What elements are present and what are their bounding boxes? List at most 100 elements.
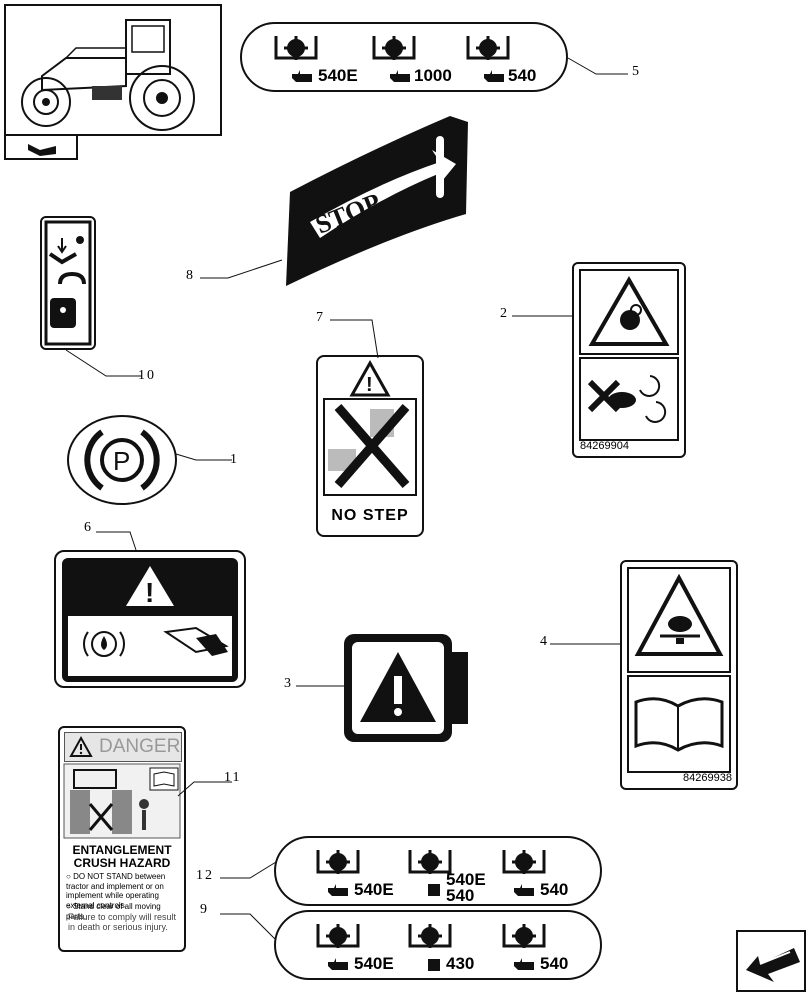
callout-12: 12 xyxy=(196,868,214,883)
pto-label: 540E xyxy=(446,870,486,889)
pto-group-540e: 540E xyxy=(314,844,404,904)
leader-line-5 xyxy=(567,57,628,75)
pto-shaft-icon xyxy=(408,924,452,948)
pto-label: 540 xyxy=(540,954,569,973)
callout-6: 6 xyxy=(84,520,93,535)
callout-3: 3 xyxy=(284,676,293,691)
tractor-thumbnail xyxy=(4,4,222,136)
square-icon xyxy=(428,959,440,971)
decal-11-danger: DANGER ENTANGLEMENT CRUSH HAZARD ○ DO NO… xyxy=(58,726,186,952)
bullet-text: DO NOT STAND between tractor and impleme… xyxy=(66,872,166,910)
decal-5-pto-speeds: 540E 1000 540 xyxy=(240,22,568,92)
decal-9-pto-speeds: 540E 430 540 xyxy=(274,910,602,980)
decal-12-pto-speeds: 540E 540E 540 540 xyxy=(274,836,602,906)
pto-label: 430 xyxy=(446,954,475,973)
callout-4: 4 xyxy=(540,634,549,649)
hazard-title-line-2: CRUSH HAZARD xyxy=(73,856,171,870)
callout-9: 9 xyxy=(200,902,209,917)
callout-7: 7 xyxy=(316,310,325,325)
leader-line-9 xyxy=(220,913,277,941)
callout-10: 10 xyxy=(138,368,156,383)
hazard-title: ENTANGLEMENT CRUSH HAZARD xyxy=(64,844,180,870)
decal-2-entanglement: 84269904 xyxy=(572,262,686,458)
crush-hazard-illustration xyxy=(63,763,181,839)
callout-5: 5 xyxy=(632,64,641,79)
decal-1-parking-brake: P xyxy=(67,415,177,505)
callout-2: 2 xyxy=(500,306,509,321)
pto-label: 1000 xyxy=(414,66,452,85)
bullet-icon: ○ xyxy=(66,872,71,881)
leader-line-10 xyxy=(65,349,142,377)
pto-group-430: 430 xyxy=(406,918,496,978)
pto-label: 540 xyxy=(540,880,569,899)
leader-line-7 xyxy=(330,319,379,359)
leader-line-3 xyxy=(296,685,346,687)
view-arrow-icon xyxy=(28,144,56,156)
pto-group-540e: 540E xyxy=(272,30,362,90)
hand-icon xyxy=(514,884,534,896)
hazard-footer: Failure to comply will result in death o… xyxy=(68,912,177,932)
decal-7-no-step: ! NO STEP xyxy=(316,355,424,537)
warning-manual-icon: ! xyxy=(62,558,238,682)
svg-text:!: ! xyxy=(366,374,373,396)
square-icon xyxy=(428,884,440,896)
tractor-view-tab xyxy=(4,136,78,160)
no-step-text: NO STEP xyxy=(331,507,409,524)
pto-group-540e-540: 540E 540 xyxy=(406,844,496,905)
hazard-book-icon xyxy=(627,567,731,773)
hand-icon xyxy=(390,70,410,82)
seat-lock-icon xyxy=(44,220,92,346)
decal-8-stop: STOP xyxy=(286,116,468,286)
pto-shaft-icon xyxy=(316,924,360,948)
pto-label: 540 xyxy=(446,886,475,905)
callout-1: 1 xyxy=(230,452,239,467)
hand-icon xyxy=(484,70,504,82)
decal-6-warning-manual: ! xyxy=(54,550,246,688)
entanglement-hazard-icon xyxy=(579,269,679,441)
pto-shaft-icon xyxy=(372,36,416,60)
danger-header: DANGER xyxy=(64,732,182,762)
pto-label: 540 xyxy=(508,66,537,85)
hazard-bullet-1: ○ DO NOT STAND between tractor and imple… xyxy=(66,872,182,910)
callout-11: 11 xyxy=(224,770,242,785)
hazard-title-line-1: ENTANGLEMENT xyxy=(72,843,172,857)
warning-icon xyxy=(69,735,93,757)
pto-label: 540E xyxy=(318,66,358,85)
leader-line-2 xyxy=(512,315,572,317)
hand-icon xyxy=(514,958,534,970)
decal-10-seat-lock xyxy=(40,216,96,350)
pto-group-1000: 1000 xyxy=(370,30,460,90)
no-step-icon: ! xyxy=(323,359,417,496)
pto-shaft-icon xyxy=(274,36,318,60)
pto-group-540e: 540E xyxy=(314,918,404,978)
decal-3-warning xyxy=(344,634,468,742)
part-number: 84269938 xyxy=(683,772,732,784)
pto-group-540: 540 xyxy=(500,918,590,978)
leader-line-12 xyxy=(220,861,277,879)
part-number: 84269904 xyxy=(580,440,629,452)
pto-group-540: 540 xyxy=(464,30,554,90)
pto-group-540: 540 xyxy=(500,844,590,904)
pto-label: 540E xyxy=(354,880,394,899)
parking-p-icon: P xyxy=(113,446,130,476)
bullet-text: Stand clear of all moving parts. xyxy=(66,902,161,921)
pto-shaft-icon xyxy=(502,924,546,948)
callout-8: 8 xyxy=(186,268,195,283)
hand-icon xyxy=(328,958,348,970)
pto-shaft-icon xyxy=(408,850,452,874)
pto-label: 540E xyxy=(354,954,394,973)
decal-4-hazard-manual: 84269938 xyxy=(620,560,738,790)
next-page-button[interactable] xyxy=(736,930,806,992)
back-arrow-icon xyxy=(746,948,800,982)
pto-shaft-icon xyxy=(502,850,546,874)
hazard-bullet-2: ○ Stand clear of all moving parts. xyxy=(66,902,182,921)
hand-icon xyxy=(328,884,348,896)
hand-icon xyxy=(292,70,312,82)
bullet-icon: ○ xyxy=(66,902,71,911)
danger-word: DANGER xyxy=(99,736,181,757)
leader-line-1 xyxy=(175,453,232,461)
svg-text:!: ! xyxy=(145,577,154,608)
leader-line-8 xyxy=(200,259,283,279)
leader-line-6 xyxy=(96,531,137,551)
pto-shaft-icon xyxy=(466,36,510,60)
